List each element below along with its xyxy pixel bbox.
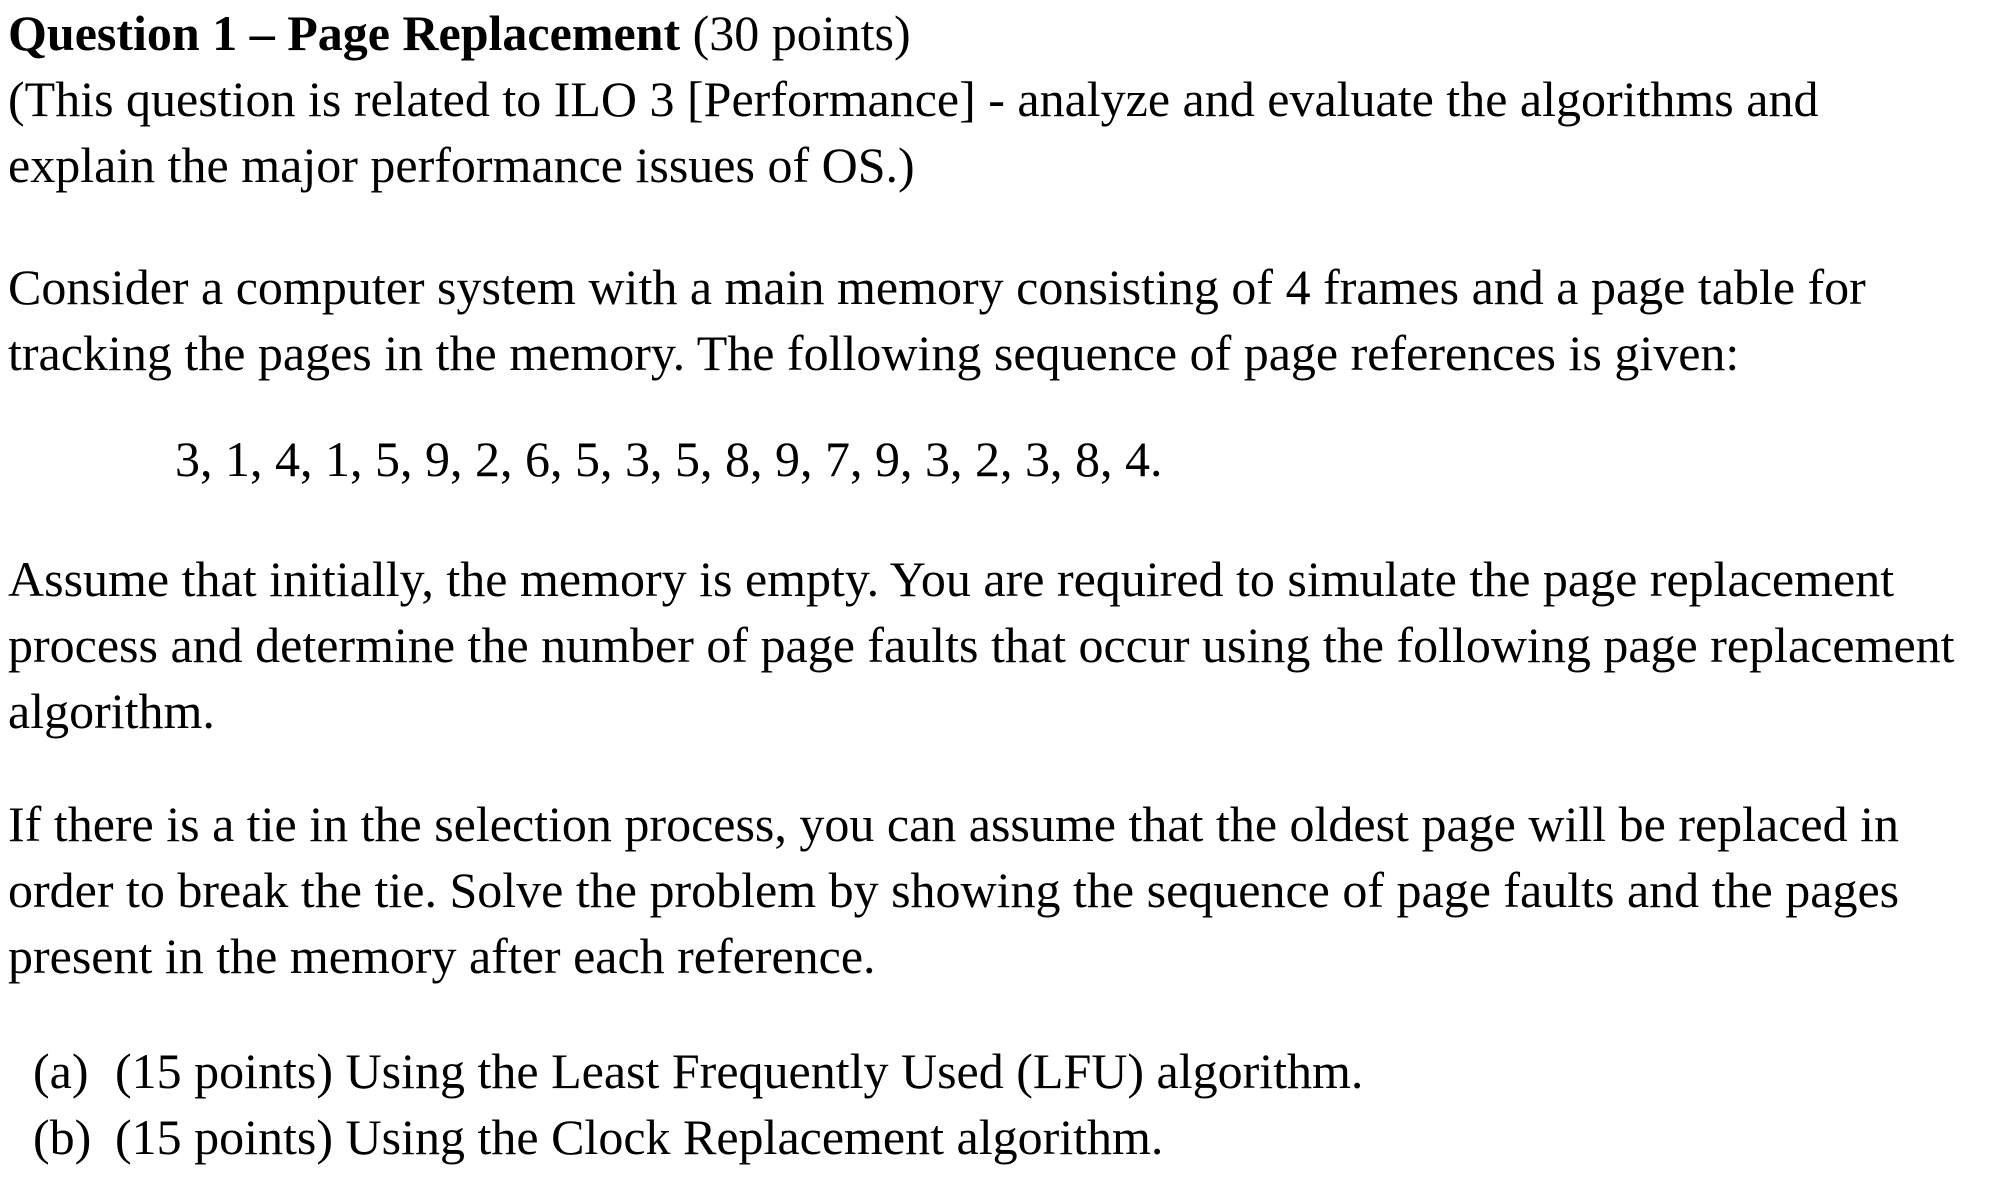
ilo-note-line-2: explain the major performance issues of … — [8, 137, 915, 193]
subquestions-list: (a) (15 points) Using the Least Frequent… — [8, 1038, 2008, 1170]
page-reference-sequence: 3, 1, 4, 1, 5, 9, 2, 6, 5, 3, 5, 8, 9, 7… — [175, 431, 1163, 487]
list-item-a-text: (15 points) Using the Least Frequently U… — [115, 1043, 1364, 1099]
question-points: (30 points) — [680, 5, 911, 61]
simulate-paragraph: Assume that initially, the memory is emp… — [8, 546, 2008, 744]
heading-paragraph: Question 1 – Page Replacement (30 points… — [8, 0, 2008, 198]
setup-paragraph: Consider a computer system with a main m… — [8, 254, 2008, 386]
tie-line-3: present in the memory after each referen… — [8, 928, 876, 984]
heading-line: Question 1 – Page Replacement (30 points… — [8, 0, 2008, 66]
ilo-note-line-1: (This question is related to ILO 3 [Perf… — [8, 71, 1819, 127]
simulate-line-3: algorithm. — [8, 683, 215, 739]
setup-line-2: tracking the pages in the memory. The fo… — [8, 325, 1740, 381]
list-item-b-marker: (b) — [33, 1109, 92, 1165]
tie-line-2: order to break the tie. Solve the proble… — [8, 862, 1900, 918]
tie-paragraph: If there is a tie in the selection proce… — [8, 791, 2008, 989]
list-item-b-text: (15 points) Using the Clock Replacement … — [115, 1109, 1164, 1165]
simulate-line-2: process and determine the number of page… — [8, 617, 1955, 673]
question-title: Question 1 – Page Replacement — [8, 5, 681, 61]
tie-line-1: If there is a tie in the selection proce… — [8, 796, 1900, 852]
list-item-a-marker: (a) — [33, 1043, 89, 1099]
list-item-a: (a) (15 points) Using the Least Frequent… — [33, 1038, 2008, 1104]
setup-line-1: Consider a computer system with a main m… — [8, 259, 1866, 315]
list-item-b: (b) (15 points) Using the Clock Replacem… — [33, 1104, 2008, 1170]
question-document: Question 1 – Page Replacement (30 points… — [8, 0, 2008, 1170]
simulate-line-1: Assume that initially, the memory is emp… — [8, 551, 1895, 607]
